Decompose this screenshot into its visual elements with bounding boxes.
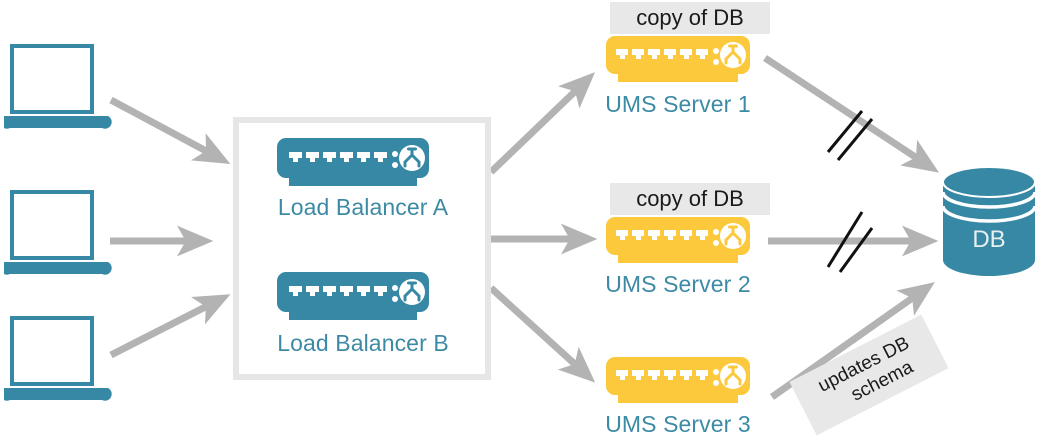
ums-server-2-copy-of-db-chip: copy of DB <box>610 183 770 215</box>
load-balancer-group-box <box>233 117 491 380</box>
ums-server-3-label: UMS Server 3 <box>605 411 751 437</box>
load-balancer-b-icon <box>273 272 433 329</box>
laptop-screen-icon <box>10 316 94 386</box>
ums-server-1-icon <box>602 36 754 91</box>
load-balancer-b-label: Load Balancer B <box>277 330 449 356</box>
edge-loadbalancers-to-ums1 <box>488 72 596 175</box>
double-slash-marker-ums2 <box>826 211 874 273</box>
edge-ums1-to-db <box>763 55 940 173</box>
ums-server-1-label: UMS Server 1 <box>605 91 751 117</box>
client-laptop-2 <box>0 182 116 278</box>
ums-server-2-label: UMS Server 2 <box>605 271 751 297</box>
laptop-screen-icon <box>10 44 94 114</box>
ums-server-3-icon <box>602 357 754 412</box>
edge-laptop1-to-loadbalancers <box>109 96 231 164</box>
laptop-base-icon <box>0 262 112 275</box>
laptop-base-icon <box>0 116 112 129</box>
client-laptop-3 <box>0 308 116 404</box>
load-balancer-a-label: Load Balancer A <box>277 194 449 220</box>
laptop-screen-icon <box>10 190 94 260</box>
ums-server-1-copy-of-db-chip: copy of DB <box>610 2 770 34</box>
client-laptop-1 <box>0 36 116 132</box>
double-slash-marker-ums1 <box>826 110 874 161</box>
database-cylinder-icon <box>941 166 1037 279</box>
ums-server-2-icon <box>602 217 754 272</box>
load-balancer-a-icon <box>273 138 433 195</box>
edge-loadbalancers-to-ums3 <box>488 285 596 383</box>
laptop-base-icon <box>0 388 112 401</box>
edge-laptop3-to-loadbalancers <box>109 294 231 359</box>
